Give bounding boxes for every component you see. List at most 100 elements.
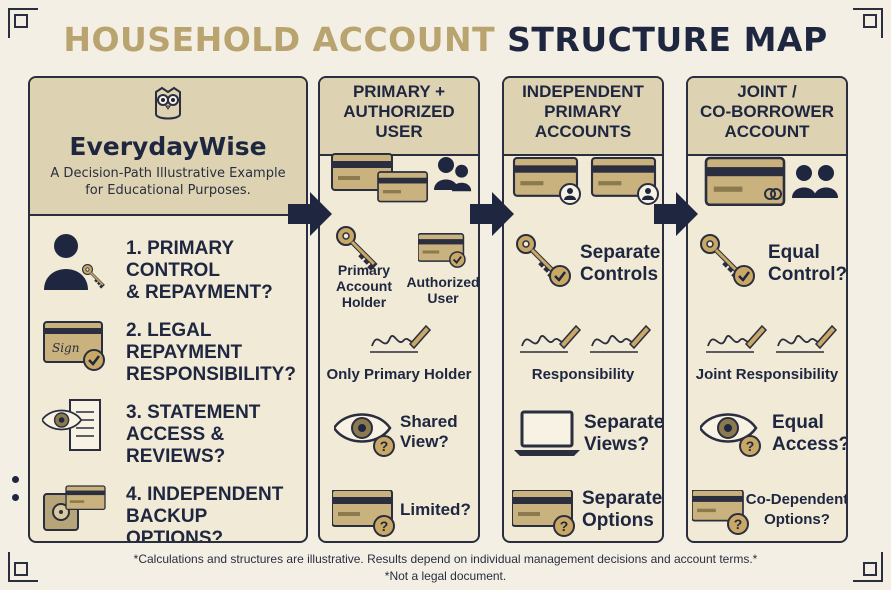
- column-title-line: INDEPENDENT: [522, 82, 644, 101]
- label-line: Equal: [768, 242, 820, 263]
- question-line: BACKUP OPTIONS?: [126, 506, 224, 543]
- access-label: Shared View?: [400, 412, 478, 452]
- cards-people-icon: [331, 153, 472, 203]
- column-title: JOINT / CO-BORROWER ACCOUNT: [688, 78, 846, 142]
- corner-ornament: [853, 8, 883, 38]
- label-line: Separate: [580, 242, 661, 263]
- column-independent: INDEPENDENT PRIMARY ACCOUNTS Separate Co…: [502, 76, 664, 543]
- column-joint: JOINT / CO-BORROWER ACCOUNT Equal Contro…: [686, 76, 848, 543]
- column-primary-authorized: PRIMARY + AUTHORIZED USER Primary Accoun…: [318, 76, 480, 543]
- question-line: 1. PRIMARY CONTROL: [126, 238, 234, 281]
- signature-pen-icon: [590, 325, 651, 353]
- label-line: Separate: [582, 488, 663, 509]
- signed-card-check-icon: Sign: [43, 321, 106, 372]
- control-label: Equal Control?: [768, 242, 848, 286]
- signature-pen-icon: [370, 325, 431, 353]
- question-item: Sign 2. LEGAL REPAYMENT RESPONSIBILITY?: [40, 312, 304, 385]
- title-part2: STRUCTURE MAP: [507, 20, 828, 59]
- cards-person-icon: [512, 156, 659, 205]
- column-title: INDEPENDENT PRIMARY ACCOUNTS: [504, 78, 662, 142]
- column-title-line: JOINT /: [737, 82, 797, 101]
- card-question-icon: [332, 490, 395, 537]
- label-line: Views?: [584, 434, 650, 455]
- brand-subtitle: A Decision-Path Illustrative Example for…: [30, 165, 306, 199]
- eye-document-icon: [42, 399, 101, 451]
- column-title-line: PRIMARY +: [352, 82, 446, 101]
- control-right-label: Authorized User: [404, 274, 478, 306]
- access-label: Separate Views?: [584, 412, 664, 456]
- control-label: Separate Controls: [580, 242, 662, 286]
- person-key-icon: [44, 234, 105, 290]
- page-title: HOUSEHOLD ACCOUNT STRUCTURE MAP: [0, 20, 891, 59]
- question-line: & REPAYMENT?: [126, 282, 273, 303]
- arrow-right-icon: [654, 192, 698, 236]
- label-line: Options?: [764, 511, 830, 528]
- question-text: 4. INDEPENDENT BACKUP OPTIONS?: [126, 484, 304, 543]
- column-title: PRIMARY + AUTHORIZED USER: [320, 78, 478, 142]
- title-part1: HOUSEHOLD ACCOUNT: [63, 20, 496, 59]
- column-header: PRIMARY + AUTHORIZED USER: [320, 78, 478, 156]
- backup-label: Co-Dependent Options?: [744, 490, 848, 530]
- column-header: JOINT / CO-BORROWER ACCOUNT: [688, 78, 846, 156]
- access-label: Equal Access?: [772, 412, 848, 456]
- responsibility-label: Only Primary Holder: [326, 366, 472, 383]
- corner-ornament: [853, 552, 883, 582]
- brand-panel: EverydayWise A Decision-Path Illustrativ…: [28, 76, 308, 543]
- question-item: 4. INDEPENDENT BACKUP OPTIONS?: [40, 476, 304, 543]
- arrow-right-icon: [470, 192, 514, 236]
- question-line: 3. STATEMENT: [126, 402, 261, 423]
- question-text: 2. LEGAL REPAYMENT RESPONSIBILITY?: [126, 320, 304, 386]
- column-title-line: CO-BORROWER: [699, 102, 835, 121]
- responsibility-label: Joint Responsibility: [695, 366, 839, 383]
- card-people-icon: [704, 156, 838, 206]
- column-title-line: ACCOUNT: [724, 122, 810, 141]
- label-line: Shared: [400, 412, 458, 431]
- brand-subtitle-line: A Decision-Path Illustrative Example: [50, 166, 286, 181]
- question-text: 3. STATEMENT ACCESS & REVIEWS?: [126, 402, 304, 468]
- control-left-label: Primary Account Holder: [324, 262, 404, 310]
- footer-note: *Not a legal document.: [384, 569, 507, 583]
- label-line: Co-Dependent: [745, 491, 848, 508]
- label-line: Controls: [580, 264, 659, 285]
- signature-pen-icon: [706, 325, 767, 353]
- brand-header: EverydayWise A Decision-Path Illustrativ…: [30, 78, 306, 216]
- question-line: 2. LEGAL REPAYMENT: [126, 320, 243, 363]
- owl-icon: [155, 86, 181, 120]
- question-item: 3. STATEMENT ACCESS & REVIEWS?: [40, 394, 304, 467]
- question-line: RESPONSIBILITY?: [126, 364, 296, 385]
- question-line: 4. INDEPENDENT: [126, 484, 284, 505]
- decorative-dot: [12, 476, 19, 483]
- arrow-right-icon: [288, 192, 332, 236]
- column-title-line: ACCOUNTS: [534, 122, 632, 141]
- corner-ornament: [8, 8, 38, 38]
- brand-subtitle-line: for Educational Purposes.: [85, 183, 251, 198]
- label-line: Holder: [341, 294, 387, 310]
- question-line: ACCESS & REVIEWS?: [126, 424, 226, 467]
- label-line: Separate: [584, 412, 664, 433]
- card-question-icon: [512, 490, 575, 537]
- footer-disclaimer: *Calculations and structures are illustr…: [133, 552, 758, 566]
- laptop-icon: [514, 410, 580, 456]
- label-line: Control?: [768, 264, 848, 285]
- label-line: View?: [400, 432, 449, 451]
- label-line: Primary: [337, 262, 391, 278]
- decorative-dot: [12, 494, 19, 501]
- responsibility-label: Responsibility: [531, 366, 635, 383]
- question-item: 1. PRIMARY CONTROL & REPAYMENT?: [40, 230, 304, 303]
- backup-label: Separate Options: [582, 488, 663, 532]
- question-text: 1. PRIMARY CONTROL & REPAYMENT?: [126, 238, 304, 304]
- label-line: Equal: [772, 412, 824, 433]
- signature-pen-icon: [776, 325, 837, 353]
- column-title-line: AUTHORIZED USER: [343, 102, 455, 141]
- eye-question-icon: [334, 413, 395, 457]
- signature-pen-icon: [520, 325, 581, 353]
- label-line: User: [427, 290, 459, 306]
- safe-card-icon: [43, 485, 106, 531]
- eye-question-icon: [700, 413, 761, 457]
- card-check-icon: [418, 233, 466, 269]
- label-line: Access?: [772, 434, 848, 455]
- key-check-icon: [700, 234, 756, 288]
- brand-name: EverydayWise: [69, 132, 267, 161]
- corner-ornament: [8, 552, 38, 582]
- key-check-icon: [516, 234, 572, 288]
